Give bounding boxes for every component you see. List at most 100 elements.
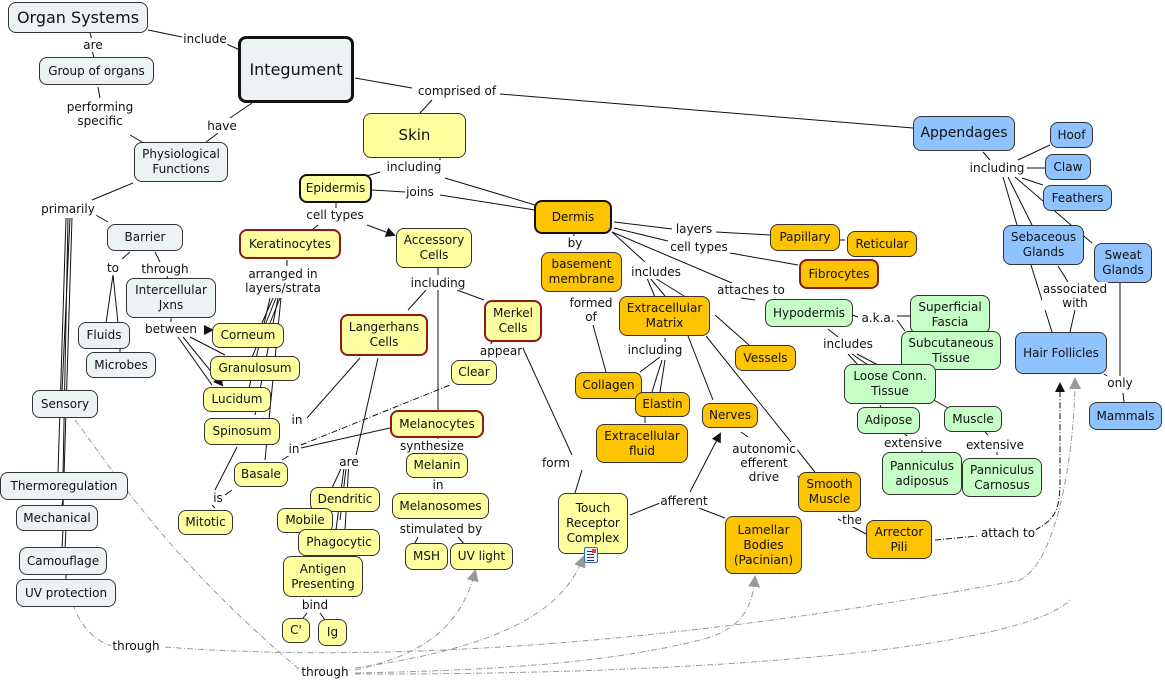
node-clear[interactable]: Clear	[451, 360, 497, 385]
link-label-afferent: afferent	[659, 494, 709, 508]
node-subcutaneous-tissue[interactable]: Subcutaneous Tissue	[901, 331, 1001, 370]
link-label-joins: joins	[405, 185, 435, 199]
node-accessory-cells[interactable]: Accessory Cells	[396, 228, 472, 268]
node-hypodermis[interactable]: Hypodermis	[765, 299, 853, 327]
link-label-arranged-in: arranged in layers/strata	[244, 267, 322, 295]
node-muscle[interactable]: Muscle	[944, 406, 1002, 432]
node-lucidum[interactable]: Lucidum	[203, 387, 271, 412]
link-label-cell-types-epidermis: cell types	[305, 208, 365, 222]
node-basale[interactable]: Basale	[234, 462, 288, 487]
link-label-through-1: through	[111, 639, 161, 653]
node-mammals[interactable]: Mammals	[1089, 402, 1162, 430]
link-label-including-ecm: including	[626, 343, 684, 357]
node-langerhans-cells[interactable]: Langerhans Cells	[340, 314, 428, 356]
node-granulosum[interactable]: Granulosum	[210, 356, 300, 381]
link-label-cell-types-dermis: cell types	[669, 240, 729, 254]
node-melanocytes[interactable]: Melanocytes	[390, 410, 484, 438]
node-spinosum[interactable]: Spinosum	[204, 418, 280, 445]
node-camouflage[interactable]: Camouflage	[19, 547, 107, 575]
link-label-autonomic-efferent-drive: autonomic efferent drive	[731, 442, 797, 484]
link-label-in-melanin: in	[431, 478, 445, 492]
link-label-including-skin: including	[385, 160, 443, 174]
document-image-icon[interactable]	[584, 547, 598, 563]
link-label-including-accessory: including	[409, 276, 467, 290]
node-adipose[interactable]: Adipose	[857, 407, 920, 434]
node-c-prime[interactable]: C'	[282, 618, 310, 643]
node-organ-systems[interactable]: Organ Systems	[8, 2, 148, 33]
node-sweat-glands[interactable]: Sweat Glands	[1094, 243, 1152, 283]
node-msh[interactable]: MSH	[405, 543, 448, 570]
node-superficial-fascia[interactable]: Superficial Fascia	[910, 295, 990, 334]
node-hair-follicles[interactable]: Hair Follicles	[1015, 332, 1107, 374]
node-loose-conn-tissue[interactable]: Loose Conn. Tissue	[844, 364, 936, 404]
node-integument[interactable]: Integument	[238, 36, 354, 103]
link-label-formed-of: formed of	[568, 296, 614, 324]
link-label-appear: appear	[478, 344, 524, 358]
node-feathers[interactable]: Feathers	[1043, 185, 1112, 211]
node-phagocytic[interactable]: Phagocytic	[298, 529, 380, 556]
node-lamellar-bodies[interactable]: Lamellar Bodies (Pacinian)	[725, 516, 802, 574]
link-label-associated-with: associated with	[1041, 282, 1109, 310]
node-mechanical[interactable]: Mechanical	[16, 505, 98, 531]
node-papillary[interactable]: Papillary	[770, 224, 840, 251]
node-dermis[interactable]: Dermis	[534, 200, 612, 234]
node-fibrocytes[interactable]: Fibrocytes	[799, 259, 879, 289]
link-label-includes-hypodermis: includes	[822, 337, 874, 351]
node-melanin[interactable]: Melanin	[406, 453, 468, 478]
node-basement-membrane[interactable]: basement membrane	[541, 252, 622, 292]
node-uv-protection[interactable]: UV protection	[16, 579, 116, 607]
node-mobile[interactable]: Mobile	[277, 508, 333, 533]
link-label-bind: bind	[300, 598, 330, 612]
node-extracellular-fluid[interactable]: Extracellular fluid	[596, 424, 688, 463]
node-hoof[interactable]: Hoof	[1050, 122, 1093, 148]
node-smooth-muscle[interactable]: Smooth Muscle	[798, 472, 861, 512]
node-microbes[interactable]: Microbes	[86, 352, 156, 378]
link-label-including-appendages: including	[968, 161, 1026, 175]
node-intercellular-jxns[interactable]: Intercellular Jxns	[126, 278, 216, 318]
node-corneum[interactable]: Corneum	[212, 323, 284, 348]
node-ig[interactable]: Ig	[318, 619, 347, 646]
node-claw[interactable]: Claw	[1045, 154, 1091, 180]
node-group-of-organs[interactable]: Group of organs	[39, 57, 154, 85]
node-sebaceous-glands[interactable]: Sebaceous Glands	[1003, 225, 1084, 265]
node-keratinocytes[interactable]: Keratinocytes	[239, 229, 341, 259]
link-label-the: the	[841, 513, 863, 527]
link-label-to: to	[105, 261, 121, 275]
link-label-attaches-to: attaches to	[716, 283, 786, 297]
link-label-layers: layers	[674, 222, 714, 236]
node-collagen[interactable]: Collagen	[575, 372, 642, 399]
node-physiological-functions[interactable]: Physiological Functions	[134, 142, 228, 182]
node-sensory[interactable]: Sensory	[32, 390, 98, 418]
node-nerves[interactable]: Nerves	[702, 403, 758, 428]
node-thermoregulation[interactable]: Thermoregulation	[0, 472, 128, 500]
node-melanosomes[interactable]: Melanosomes	[392, 493, 489, 519]
link-label-have: have	[206, 119, 238, 133]
link-label-are-langerhans: are	[338, 455, 360, 469]
node-extracellular-matrix[interactable]: Extracellular Matrix	[619, 296, 710, 336]
node-reticular[interactable]: Reticular	[847, 231, 917, 257]
link-label-through-2: through	[300, 665, 350, 679]
node-antigen-presenting[interactable]: Antigen Presenting	[283, 556, 363, 597]
link-label-between: between	[144, 322, 198, 336]
node-touch-receptor-complex[interactable]: Touch Receptor Complex	[558, 493, 628, 554]
node-skin[interactable]: Skin	[363, 113, 466, 158]
node-mitotic[interactable]: Mitotic	[178, 510, 233, 535]
node-uv-light[interactable]: UV light	[450, 543, 513, 570]
node-panniculus-adiposus[interactable]: Panniculus adiposus	[882, 452, 962, 495]
link-label-through: through	[140, 262, 190, 276]
node-vessels[interactable]: Vessels	[735, 345, 796, 371]
node-merkel-cells[interactable]: Merkel Cells	[484, 300, 542, 342]
node-barrier[interactable]: Barrier	[107, 224, 183, 251]
link-label-includes-dermis: includes	[630, 265, 682, 279]
link-label-aka: a.k.a.	[860, 311, 896, 325]
link-label-is: is	[212, 491, 224, 505]
node-panniculus-carnosus[interactable]: Panniculus Carnosus	[962, 458, 1042, 497]
node-fluids[interactable]: Fluids	[78, 322, 130, 349]
link-label-only: only	[1106, 376, 1134, 390]
node-elastin[interactable]: Elastin	[635, 392, 690, 417]
node-dendritic[interactable]: Dendritic	[310, 487, 380, 512]
link-label-synthesize: synthesize	[399, 439, 465, 453]
node-appendages[interactable]: Appendages	[913, 116, 1015, 151]
node-epidermis[interactable]: Epidermis	[299, 174, 372, 203]
node-arrector-pili[interactable]: Arrector Pili	[866, 520, 932, 559]
